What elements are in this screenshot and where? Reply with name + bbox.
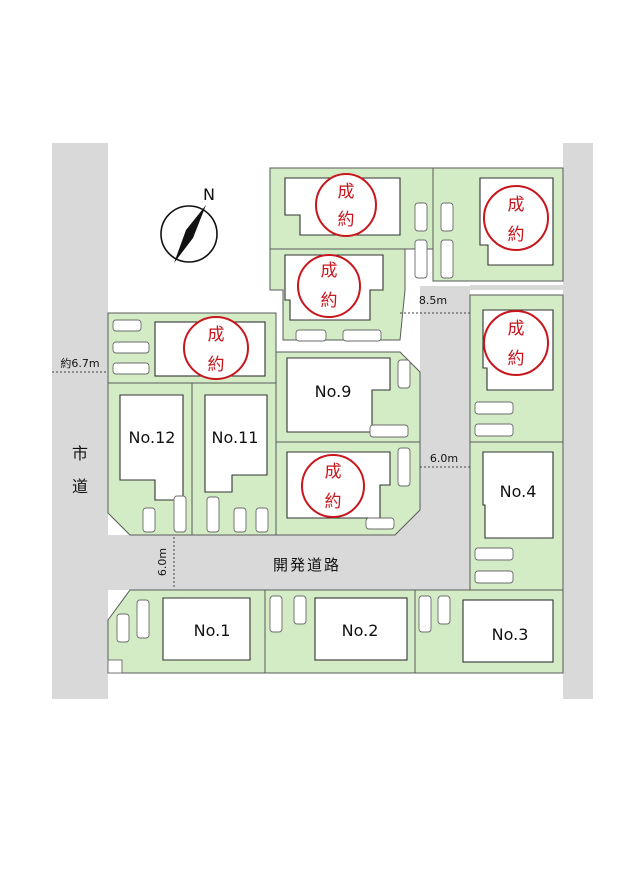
sold-stamps: 成 約 成 約 成 約 成 約 成 約 成 約 <box>183 173 549 518</box>
car <box>233 507 247 533</box>
dimension-city-road-label: 約6.7m <box>60 356 99 370</box>
sold-stamp-line1: 成 <box>508 195 525 215</box>
sold-stamp-ring <box>297 254 361 318</box>
corner-box <box>107 659 123 674</box>
lot-labels: No.12 No.11 No.9 No.4 No.1 No.2 No.3 <box>129 382 537 644</box>
sold-stamp-top-left: 成 約 <box>315 173 377 237</box>
sold-stamp-top-right: 成 約 <box>483 185 549 251</box>
development-road <box>108 285 563 590</box>
sold-stamp-ring <box>183 316 249 380</box>
car <box>112 341 150 354</box>
sold-stamp-west: 成 約 <box>183 316 249 380</box>
compass-north-label: N <box>203 185 215 204</box>
sold-stamp-line2: 約 <box>208 355 225 375</box>
sold-stamp-line1: 成 <box>508 319 525 339</box>
dimension-east-road-label: 6.0m <box>430 452 458 465</box>
lot-label-no12: No.12 <box>129 428 176 447</box>
sold-stamp-ring <box>483 185 549 251</box>
lot-label-no4: No.4 <box>500 482 537 501</box>
house-no4 <box>482 451 554 539</box>
car <box>142 507 156 533</box>
dimension-north-road: 8.5m <box>400 294 470 314</box>
house-no9 <box>286 357 391 433</box>
development-road-label: 開発道路 <box>273 556 341 574</box>
dimension-east-road: 6.0m <box>420 452 470 468</box>
dimension-south-road: 6.0m <box>156 537 175 588</box>
car <box>474 401 514 415</box>
car <box>474 423 514 437</box>
city-road-label-top: 市 <box>72 444 88 463</box>
sold-stamp-mid: 成 約 <box>297 254 361 318</box>
car <box>474 570 514 584</box>
car <box>397 447 411 487</box>
sold-stamp-east: 成 約 <box>483 310 549 376</box>
car <box>295 329 327 342</box>
dimension-north-road-label: 8.5m <box>419 294 447 307</box>
car <box>414 239 428 279</box>
car <box>293 595 307 625</box>
house-no12 <box>119 394 184 501</box>
compass-needle <box>174 205 206 263</box>
city-road <box>52 143 108 699</box>
sold-stamp-ring <box>315 173 377 237</box>
car <box>269 595 283 633</box>
parking-cars <box>107 202 514 674</box>
car <box>255 507 269 533</box>
car <box>397 359 411 389</box>
car <box>112 319 142 332</box>
sold-stamp-line1: 成 <box>325 462 342 482</box>
car <box>342 329 382 342</box>
car <box>474 547 514 561</box>
sold-stamp-line2: 約 <box>338 210 355 230</box>
car <box>173 495 187 533</box>
car <box>440 239 454 279</box>
car <box>112 362 150 375</box>
house-no3 <box>462 599 554 663</box>
sold-stamp-line1: 成 <box>321 261 338 281</box>
sold-stamp-ring <box>483 310 549 376</box>
car <box>116 613 130 643</box>
sold-stamp-line1: 成 <box>208 325 225 345</box>
sold-stamp-ring <box>301 454 365 518</box>
sold-stamp-line2: 約 <box>508 349 525 369</box>
lot-label-no1: No.1 <box>194 621 231 640</box>
sold-stamp-line1: 成 <box>338 182 355 202</box>
house-no2 <box>314 597 408 661</box>
car <box>437 595 451 625</box>
north-compass-icon: N <box>160 185 218 263</box>
lot-label-no9: No.9 <box>315 382 352 401</box>
lot-label-no2: No.2 <box>342 621 379 640</box>
sold-stamp-line2: 約 <box>325 492 342 512</box>
house-no11 <box>204 394 268 493</box>
sold-stamp-south: 成 約 <box>301 454 365 518</box>
car <box>414 202 428 232</box>
car <box>365 517 395 530</box>
sold-stamp-line2: 約 <box>508 225 525 245</box>
car <box>369 424 409 438</box>
car <box>440 202 454 232</box>
east-road-edge <box>563 143 593 699</box>
dimension-city-road: 約6.7m <box>52 356 108 373</box>
car <box>206 496 220 533</box>
house-no1 <box>162 597 251 661</box>
car <box>418 595 432 633</box>
sold-stamp-line2: 約 <box>321 291 338 311</box>
car <box>136 599 150 639</box>
lot-label-no11: No.11 <box>212 428 259 447</box>
dimension-south-road-label: 6.0m <box>156 548 169 576</box>
lot-label-no3: No.3 <box>492 625 529 644</box>
city-road-label-bottom: 道 <box>72 477 88 496</box>
